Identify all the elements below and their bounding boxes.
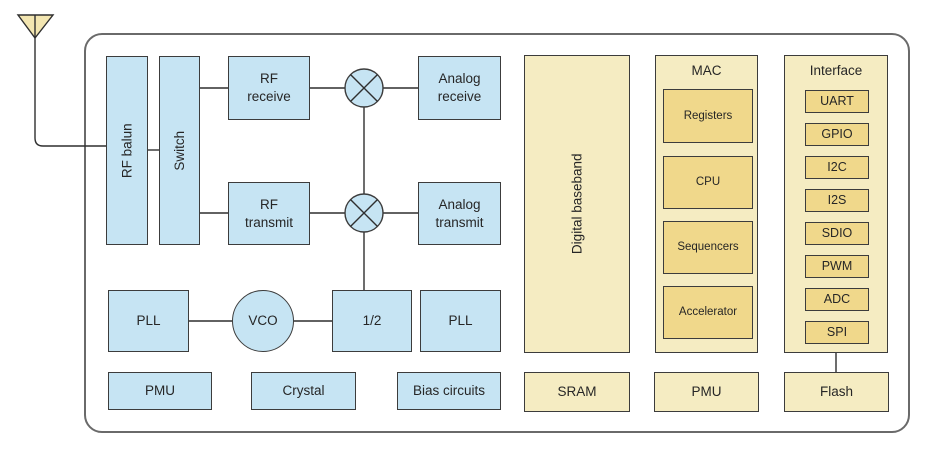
analog-receive-label: Analog receive	[437, 71, 482, 104]
mac-accelerator-block: Accelerator	[663, 286, 753, 339]
sram-block: SRAM	[524, 372, 630, 412]
crystal-block: Crystal	[251, 372, 356, 410]
interface-i2c-block: I2C	[805, 156, 869, 179]
divide-by-two-block: 1/2	[332, 290, 412, 352]
interface-uart-block: UART	[805, 90, 869, 113]
interface-label: Interface	[809, 63, 863, 78]
rf-transmit-block: RF transmit	[228, 182, 310, 245]
analog-receive-block: Analog receive	[418, 56, 501, 120]
analog-transmit-block: Analog transmit	[418, 182, 501, 245]
mac-block: MAC Registers CPU Sequencers Accelerator	[655, 55, 758, 353]
mac-cpu-label: CPU	[695, 176, 721, 189]
pmu-rf-label: PMU	[145, 383, 175, 399]
mac-registers-label: Registers	[683, 109, 733, 122]
interface-block: Interface UART GPIO I2C I2S SDIO PWM ADC…	[784, 55, 888, 353]
vco-block: VCO	[232, 290, 294, 352]
mac-accelerator-label: Accelerator	[678, 306, 738, 319]
digital-baseband-label: Digital baseband	[569, 153, 585, 255]
interface-i2c-label: I2C	[827, 160, 847, 175]
rf-balun-label: RF balun	[119, 123, 135, 178]
rf-receive-label: RF receive	[247, 71, 291, 104]
pmu-digital-label: PMU	[691, 384, 722, 400]
vco-label: VCO	[248, 313, 278, 329]
pll-left-block: PLL	[108, 290, 189, 352]
flash-label: Flash	[819, 384, 853, 400]
mac-sequencers-block: Sequencers	[663, 221, 753, 274]
rf-balun-block: RF balun	[106, 56, 148, 245]
interface-sdio-block: SDIO	[805, 222, 869, 245]
pll-left-label: PLL	[136, 313, 161, 329]
pmu-rf-block: PMU	[108, 372, 212, 410]
interface-adc-block: ADC	[805, 288, 869, 311]
interface-uart-label: UART	[820, 94, 854, 109]
sram-label: SRAM	[557, 384, 597, 400]
interface-i2s-label: I2S	[827, 193, 847, 208]
pmu-digital-block: PMU	[654, 372, 759, 412]
interface-gpio-label: GPIO	[821, 127, 853, 142]
pll-right-block: PLL	[420, 290, 501, 352]
flash-block: Flash	[784, 372, 889, 412]
switch-block: Switch	[159, 56, 200, 245]
rf-receive-block: RF receive	[228, 56, 310, 120]
switch-label: Switch	[171, 130, 187, 171]
bias-circuits-block: Bias circuits	[397, 372, 501, 410]
mac-label: MAC	[691, 63, 722, 78]
analog-transmit-label: Analog transmit	[435, 196, 484, 230]
digital-baseband-block: Digital baseband	[524, 55, 630, 353]
interface-pwm-block: PWM	[805, 255, 869, 278]
mac-registers-block: Registers	[663, 89, 753, 143]
crystal-label: Crystal	[282, 383, 325, 399]
divide-by-two-label: 1/2	[362, 313, 382, 329]
rf-transmit-label: RF transmit	[244, 196, 293, 230]
interface-gpio-block: GPIO	[805, 123, 869, 146]
mac-cpu-block: CPU	[663, 156, 753, 209]
bias-circuits-label: Bias circuits	[412, 383, 485, 399]
interface-sdio-label: SDIO	[821, 226, 853, 241]
interface-adc-label: ADC	[823, 292, 851, 307]
mac-sequencers-label: Sequencers	[677, 241, 739, 254]
interface-i2s-block: I2S	[805, 189, 869, 212]
interface-spi-label: SPI	[826, 325, 848, 340]
interface-pwm-label: PWM	[821, 259, 853, 274]
interface-spi-block: SPI	[805, 321, 869, 344]
pll-right-label: PLL	[448, 313, 473, 329]
